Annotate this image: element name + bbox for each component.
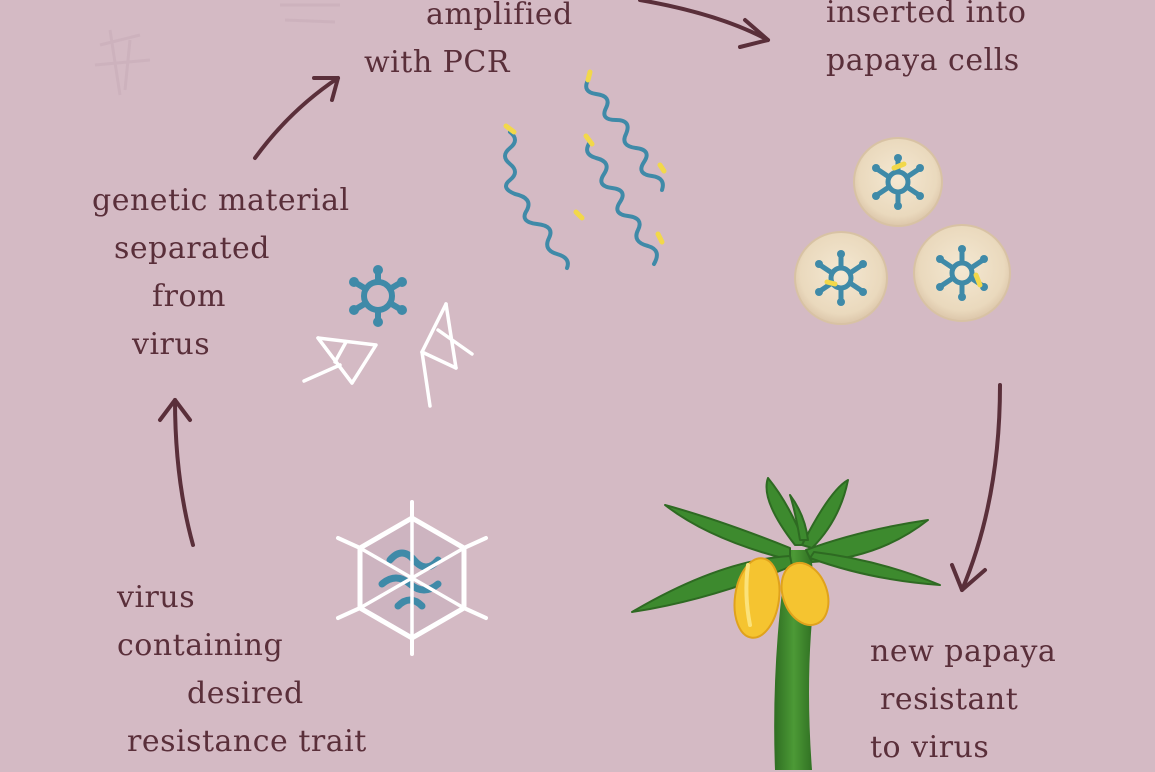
label-line: virus <box>117 580 196 615</box>
label-line: resistance trait <box>127 724 367 759</box>
label-line: to virus <box>870 730 990 765</box>
arrow-icon <box>253 76 340 160</box>
label-line: containing <box>117 628 284 663</box>
papaya-cell-icon <box>913 224 1011 322</box>
label-line: inserted into <box>826 0 1027 30</box>
label-line: amplified <box>426 0 573 32</box>
label-line: papaya cells <box>826 43 1020 78</box>
separated-virus <box>302 265 474 408</box>
arrow-icon <box>158 398 192 422</box>
dna-strands <box>503 69 667 270</box>
papaya-tree-icon <box>631 477 941 770</box>
genetic-material-icon <box>349 265 407 327</box>
dna-strand-icon <box>583 133 665 266</box>
label-line: new papaya <box>870 634 1057 669</box>
step-new-papaya-label: new papaya resistant to virus <box>870 628 1056 772</box>
arrow-icon <box>950 563 987 592</box>
virus-capsid-icon <box>336 500 488 656</box>
step-genetic-label: genetic material separated from virus <box>92 177 350 369</box>
label-line: desired <box>187 676 304 711</box>
papaya-cell-icon <box>853 137 943 227</box>
faint-sketch <box>94 3 340 96</box>
broken-capsid-icon <box>302 302 474 408</box>
papaya-cells <box>794 137 1011 325</box>
dna-strand-icon <box>503 123 585 270</box>
arrow-icon <box>960 383 1002 592</box>
step-inserted-label: inserted into papaya cells <box>826 0 1027 85</box>
cycle-arrows <box>158 0 1002 592</box>
step-virus-label: virus containing desired resistance trai… <box>117 574 367 766</box>
label-line: resistant <box>880 682 1019 717</box>
arrow-icon <box>738 18 770 49</box>
label-line: from <box>152 279 226 314</box>
step-amplified-label: amplified with PCR <box>364 0 573 87</box>
label-line: virus <box>132 327 211 362</box>
dna-strand-icon <box>584 69 667 192</box>
arrow-icon <box>173 398 195 547</box>
label-line: with PCR <box>364 45 510 80</box>
label-line: genetic material <box>92 183 350 218</box>
label-line: separated <box>114 231 270 266</box>
arrow-icon <box>312 76 340 102</box>
arrow-icon <box>638 0 770 42</box>
papaya-cell-icon <box>794 231 888 325</box>
papaya-fruit-icon <box>780 562 830 626</box>
